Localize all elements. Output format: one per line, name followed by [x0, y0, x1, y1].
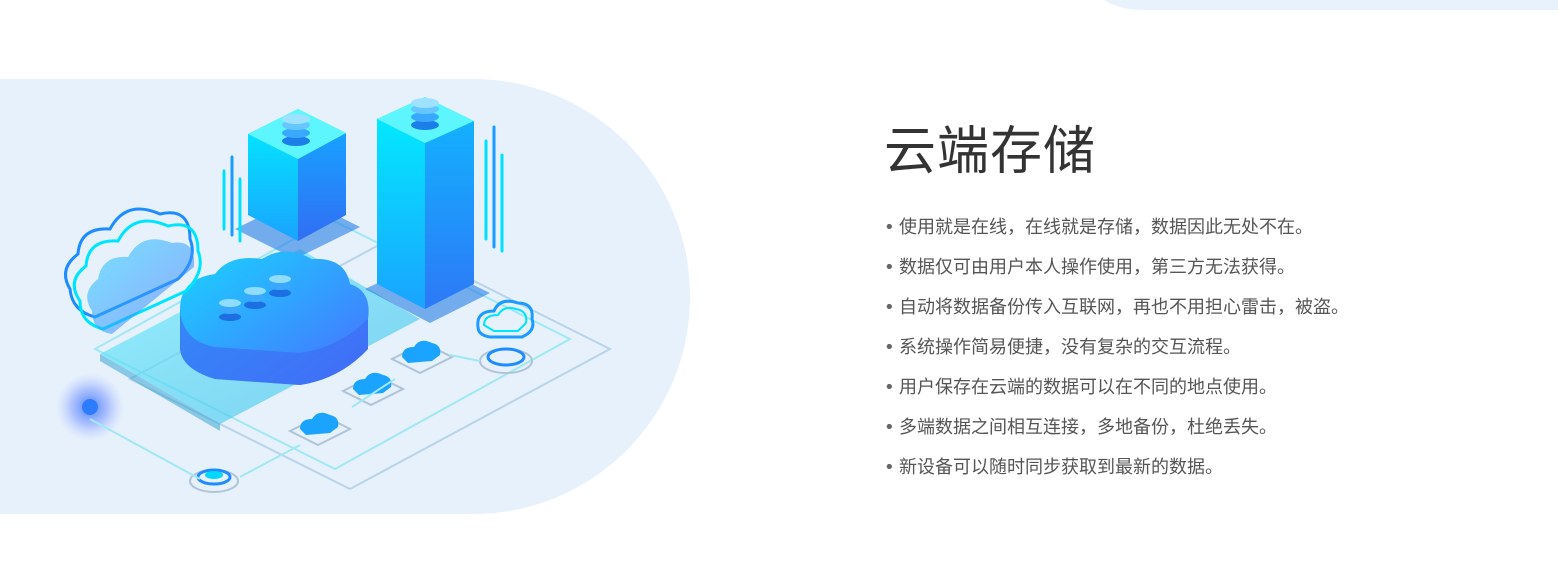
- list-item: •数据仅可由用户本人操作使用，第三方无法获得。: [884, 248, 1524, 288]
- feature-text: 数据仅可由用户本人操作使用，第三方无法获得。: [899, 257, 1295, 278]
- list-item: •用户保存在云端的数据可以在不同的地点使用。: [884, 368, 1524, 408]
- database-icon: [219, 275, 291, 321]
- feature-list: •使用就是在线，在线就是存储，数据因此无处不在。 •数据仅可由用户本人操作使用，…: [884, 208, 1524, 488]
- list-item: •多端数据之间相互连接，多地备份，杜绝丢失。: [884, 408, 1524, 448]
- bullet-icon: •: [884, 337, 895, 358]
- bullet-icon: •: [884, 217, 895, 238]
- decorative-blob: [1070, 0, 1558, 10]
- database-icon: [282, 114, 310, 146]
- glow-node-icon: [56, 373, 124, 441]
- bullet-icon: •: [884, 257, 895, 278]
- section-title: 云端存储: [884, 122, 1097, 182]
- feature-content: 云端存储 •使用就是在线，在线就是存储，数据因此无处不在。 •数据仅可由用户本人…: [884, 120, 1524, 488]
- cloud-icon: [287, 340, 455, 447]
- feature-text: 新设备可以随时同步获取到最新的数据。: [899, 457, 1223, 478]
- database-icon: [411, 98, 439, 130]
- list-item: •自动将数据备份传入互联网，再也不用担心雷击，被盗。: [884, 288, 1524, 328]
- cloud-icon: [64, 207, 202, 334]
- feature-text: 系统操作简易便捷，没有复杂的交互流程。: [899, 337, 1241, 358]
- illustration-panel: [0, 79, 690, 514]
- network-lines: [89, 354, 481, 480]
- bullet-icon: •: [884, 417, 895, 438]
- server-tower-icon: [365, 97, 490, 323]
- server-tower-icon: [235, 109, 360, 259]
- list-item: •系统操作简易便捷，没有复杂的交互流程。: [884, 328, 1524, 368]
- bullet-icon: •: [884, 377, 895, 398]
- list-item: •使用就是在线，在线就是存储，数据因此无处不在。: [884, 208, 1524, 248]
- light-bars: [222, 125, 504, 253]
- ring-node-icon: [189, 468, 239, 493]
- feature-text: 多端数据之间相互连接，多地备份，杜绝丢失。: [899, 417, 1277, 438]
- cloud-server-icon: [180, 251, 369, 385]
- feature-text: 用户保存在云端的数据可以在不同的地点使用。: [899, 377, 1277, 398]
- bullet-icon: •: [884, 457, 895, 478]
- feature-text: 使用就是在线，在线就是存储，数据因此无处不在。: [899, 217, 1313, 238]
- bullet-icon: •: [884, 297, 895, 318]
- signal-node-icon: [476, 299, 535, 374]
- cloud-storage-illustration: [56, 97, 613, 493]
- feature-text: 自动将数据备份传入互联网，再也不用担心雷击，被盗。: [899, 297, 1349, 318]
- list-item: •新设备可以随时同步获取到最新的数据。: [884, 448, 1524, 488]
